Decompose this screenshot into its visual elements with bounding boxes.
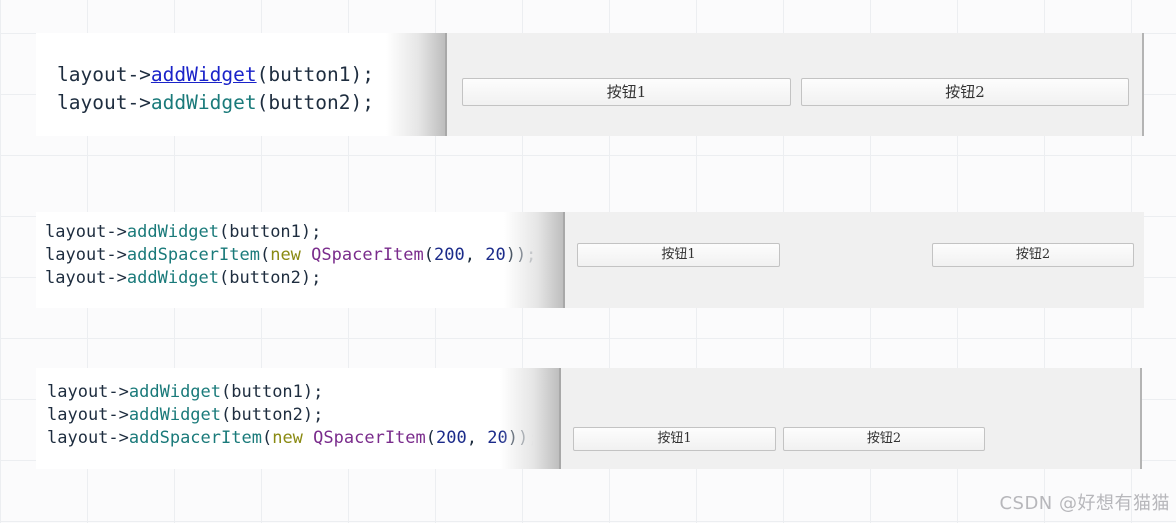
code-line: layout->addWidget(button1); [47,381,560,404]
code-token: layout-> [57,63,151,86]
code-token [303,428,313,448]
code-token: layout-> [57,91,151,114]
button-2[interactable]: 按钮2 [932,243,1134,267]
code-fade-1 [386,33,445,136]
code-line: layout->addSpacerItem(new QSpacerItem(20… [47,427,560,450]
code-token: 20 [485,245,506,265]
code-snippet-3: layout->addWidget(button1);layout->addWi… [36,368,560,469]
button-1[interactable]: 按钮1 [462,78,791,106]
example-2: layout->addWidget(button1);layout->addSp… [36,212,1144,308]
code-line: layout->addWidget(button2); [47,404,560,427]
code-token: ( [259,245,271,265]
code-token: addWidget [150,63,257,86]
code-token: QSpacerItem [313,428,426,448]
code-fade-3 [500,368,560,469]
code-line: layout->addSpacerItem(new QSpacerItem(20… [45,244,564,267]
code-token: (button1); [256,63,374,86]
code-token: (button1); [221,382,324,402]
code-line: layout->addWidget(button1); [57,61,446,89]
code-fade-2 [504,212,564,308]
code-token: layout-> [47,428,129,448]
code-token: ( [423,245,435,265]
widget-preview-2: 按钮1 按钮2 [563,212,1144,308]
code-token: ( [261,428,273,448]
widget-preview-1: 按钮1 按钮2 [445,33,1144,136]
code-token: layout-> [45,245,127,265]
code-snippet-2: layout->addWidget(button1);layout->addSp… [36,212,564,308]
example-3: layout->addWidget(button1);layout->addWi… [36,368,1142,469]
code-line: layout->addWidget(button2); [45,267,564,290]
code-token: (button1); [219,222,322,242]
code-token: layout-> [47,405,129,425]
code-line: layout->addWidget(button1); [45,221,564,244]
button-2[interactable]: 按钮2 [801,78,1129,106]
code-token [301,245,311,265]
code-snippet-1: layout->addWidget(button1);layout->addWi… [36,33,446,136]
code-token: layout-> [45,222,127,242]
code-token: (button2); [221,405,324,425]
button-1[interactable]: 按钮1 [577,243,780,267]
code-token: , [466,428,488,448]
code-token: addWidget [150,91,257,114]
button-1[interactable]: 按钮1 [573,427,776,451]
code-token: addWidget [126,222,220,242]
code-line: layout->addWidget(button2); [57,89,446,117]
code-token: , [464,245,486,265]
code-token: addWidget [126,268,220,288]
widget-preview-3: 按钮1 按钮2 [559,368,1142,469]
code-token: layout-> [45,268,127,288]
example-1: layout->addWidget(button1);layout->addWi… [36,33,1144,136]
code-token: (button2); [219,268,322,288]
watermark: CSDN @好想有猫猫 [999,493,1170,514]
code-token: QSpacerItem [311,245,424,265]
code-token: new [272,428,303,448]
code-token: 200 [434,245,465,265]
code-token: 200 [436,428,467,448]
code-token: addSpacerItem [126,245,260,265]
code-token: ( [425,428,437,448]
code-token: addSpacerItem [128,428,262,448]
code-token: layout-> [47,382,129,402]
button-2[interactable]: 按钮2 [783,427,985,451]
code-token: addWidget [128,405,222,425]
code-token: addWidget [128,382,222,402]
code-token: (button2); [256,91,374,114]
code-token: new [270,245,301,265]
